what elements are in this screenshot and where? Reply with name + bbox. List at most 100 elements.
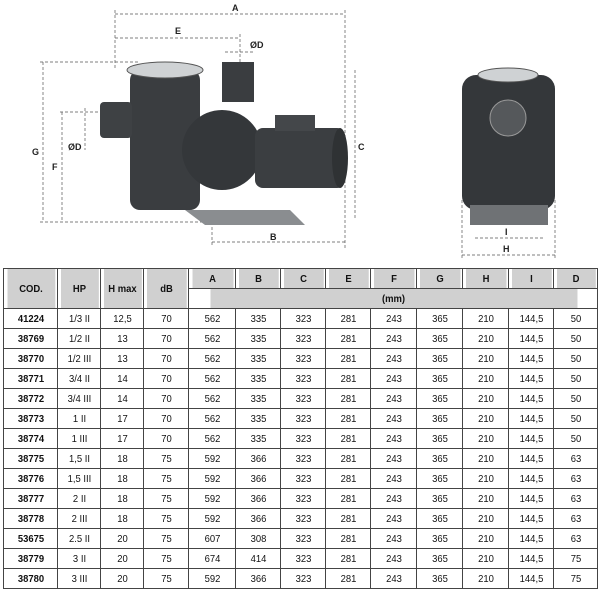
column-header: I bbox=[510, 268, 552, 289]
table-cell: 323 bbox=[282, 308, 324, 329]
table-cell: 18 bbox=[102, 508, 142, 529]
dim-OD-top-label: ØD bbox=[250, 40, 264, 50]
table-cell: 63 bbox=[555, 448, 596, 469]
table-cell: 335 bbox=[237, 408, 279, 429]
table-cell: 323 bbox=[282, 428, 324, 449]
table-cell: 323 bbox=[282, 488, 324, 509]
table-cell: 281 bbox=[327, 548, 369, 569]
table-cell: 144,5 bbox=[510, 328, 552, 349]
table-cell: 308 bbox=[237, 528, 279, 549]
table-cell: 210 bbox=[464, 548, 507, 569]
table-cell: 365 bbox=[418, 508, 461, 529]
table-cell: 365 bbox=[418, 308, 461, 329]
dim-H-label: H bbox=[503, 244, 510, 254]
table-cell: 365 bbox=[418, 468, 461, 489]
table-cell: 70 bbox=[145, 328, 187, 349]
table-cell: 335 bbox=[237, 308, 279, 329]
table-cell: 281 bbox=[327, 448, 369, 469]
table-cell: 365 bbox=[418, 548, 461, 569]
pump-front-view bbox=[462, 67, 555, 225]
table-cell: 75 bbox=[555, 548, 596, 569]
table-cell: 323 bbox=[282, 348, 324, 369]
table-cell: 50 bbox=[555, 348, 596, 369]
table-cell: 243 bbox=[372, 508, 415, 529]
table-cell: 243 bbox=[372, 488, 415, 509]
table-cell: 144,5 bbox=[510, 468, 552, 489]
table-cell: 210 bbox=[464, 568, 507, 589]
dim-OD-side-label: ØD bbox=[68, 142, 82, 152]
dim-I-label: I bbox=[505, 227, 508, 237]
table-cell: 323 bbox=[282, 408, 324, 429]
table-cell: 1/2 II bbox=[59, 328, 99, 349]
table-cell: 2 III bbox=[59, 508, 99, 529]
table-cell: 210 bbox=[464, 428, 507, 449]
table-cell: 365 bbox=[418, 368, 461, 389]
product-code-cell: 38772 bbox=[5, 388, 56, 409]
table-cell: 144,5 bbox=[510, 528, 552, 549]
table-cell: 144,5 bbox=[510, 348, 552, 369]
table-cell: 18 bbox=[102, 448, 142, 469]
product-code-cell: 38778 bbox=[5, 508, 56, 529]
table-cell: 281 bbox=[327, 388, 369, 409]
table-cell: 70 bbox=[145, 408, 187, 429]
table-cell: 243 bbox=[372, 528, 415, 549]
table-cell: 70 bbox=[145, 308, 187, 329]
table-cell: 75 bbox=[145, 488, 187, 509]
table-cell: 323 bbox=[282, 368, 324, 389]
dimension-lines bbox=[40, 10, 556, 258]
dim-C-label: C bbox=[358, 142, 365, 152]
table-cell: 592 bbox=[190, 468, 234, 489]
table-cell: 414 bbox=[237, 548, 279, 569]
table-cell: 144,5 bbox=[510, 548, 552, 569]
dim-E-label: E bbox=[175, 26, 181, 36]
unit-label: (mm) bbox=[208, 288, 578, 309]
table-cell: 335 bbox=[237, 368, 279, 389]
table-cell: 607 bbox=[190, 528, 234, 549]
table-cell: 1/2 III bbox=[59, 348, 99, 369]
table-cell: 50 bbox=[555, 328, 596, 349]
table-cell: 366 bbox=[237, 568, 279, 589]
table-cell: 17 bbox=[102, 408, 142, 429]
table-cell: 243 bbox=[372, 328, 415, 349]
table-cell: 18 bbox=[102, 468, 142, 489]
table-cell: 243 bbox=[372, 468, 415, 489]
table-cell: 75 bbox=[145, 548, 187, 569]
table-cell: 365 bbox=[418, 388, 461, 409]
table-cell: 243 bbox=[372, 368, 415, 389]
table-cell: 562 bbox=[190, 408, 234, 429]
table-cell: 366 bbox=[237, 508, 279, 529]
table-cell: 144,5 bbox=[510, 428, 552, 449]
table-cell: 210 bbox=[464, 308, 507, 329]
table-cell: 592 bbox=[190, 508, 234, 529]
table-cell: 50 bbox=[555, 428, 596, 449]
table-cell: 17 bbox=[102, 428, 142, 449]
pump-dimension-drawing: A E ØD C G F ØD B I H bbox=[32, 3, 556, 258]
table-cell: 75 bbox=[145, 448, 187, 469]
pump-side-view bbox=[100, 61, 348, 225]
product-code-cell: 38770 bbox=[5, 348, 56, 369]
product-code-cell: 38776 bbox=[5, 468, 56, 489]
table-cell: 365 bbox=[418, 428, 461, 449]
table-cell: 281 bbox=[327, 508, 369, 529]
table-cell: 3 II bbox=[59, 548, 99, 569]
table-cell: 323 bbox=[282, 328, 324, 349]
table-cell: 63 bbox=[555, 528, 596, 549]
column-header: B bbox=[237, 268, 279, 289]
table-cell: 335 bbox=[237, 388, 279, 409]
table-cell: 1/3 II bbox=[59, 308, 99, 329]
table-cell: 366 bbox=[237, 448, 279, 469]
table-cell: 1 II bbox=[59, 408, 99, 429]
table-cell: 562 bbox=[190, 328, 234, 349]
table-cell: 281 bbox=[327, 428, 369, 449]
table-cell: 14 bbox=[102, 368, 142, 389]
table-cell: 323 bbox=[282, 468, 324, 489]
table-cell: 592 bbox=[190, 568, 234, 589]
table-cell: 365 bbox=[418, 328, 461, 349]
